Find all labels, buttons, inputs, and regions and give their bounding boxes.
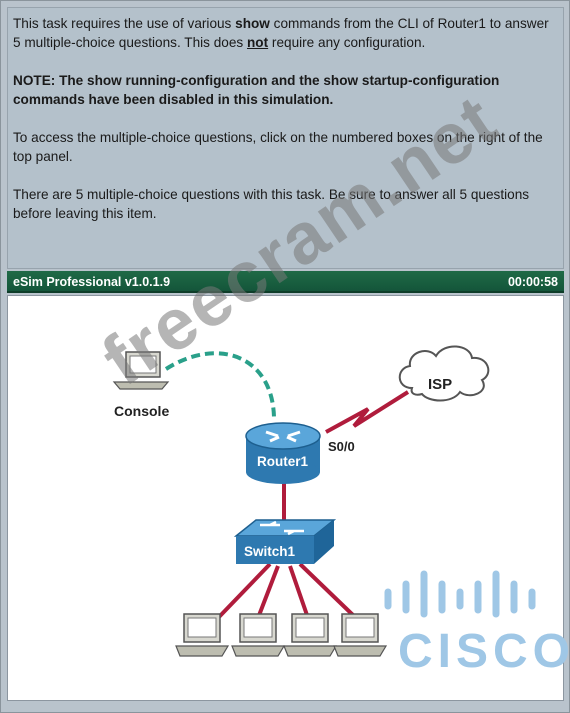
topology-canvas: Console ISP Router1 S0/0 Swit [7, 295, 564, 701]
pc-icon [283, 613, 338, 657]
console-pc-icon [112, 351, 170, 390]
topology-diagram: Console ISP Router1 S0/0 Swit [112, 345, 490, 657]
sim-title-bar: eSim Professional v1.0.1.9 00:00:58 [7, 271, 564, 293]
task-instructions-panel: This task requires the use of various sh… [7, 7, 564, 269]
console-link [164, 351, 276, 419]
app-name: eSim Professional v1.0.1.9 [13, 275, 171, 289]
switch-icon [233, 519, 337, 564]
task-paragraph-3: To access the multiple-choice questions,… [13, 130, 543, 164]
serial-link [325, 390, 410, 434]
task-paragraph-1: This task requires the use of various sh… [13, 14, 557, 52]
router-label: Router1 [257, 454, 308, 469]
switch-pc-link [256, 565, 280, 619]
text-run: require any configuration. [268, 35, 426, 50]
text-run: commands from the CLI of Router1 to answ… [13, 16, 549, 50]
text-run: This task requires the use of various [13, 16, 236, 31]
text-run-underlined: not [247, 35, 269, 50]
switch-label: Switch1 [244, 544, 296, 559]
timer: 00:00:58 [507, 275, 558, 289]
switch-pc-link [298, 562, 358, 620]
pc-icon [333, 613, 388, 657]
serial-interface-label: S0/0 [328, 439, 355, 454]
task-note: NOTE: The show running-configuration and… [13, 73, 500, 107]
router-icon [245, 422, 321, 484]
cisco-logo-bars-icon [384, 570, 536, 618]
console-label: Console [114, 403, 169, 419]
pc-icon [175, 613, 230, 657]
cisco-logo-wordmark: CISCO [398, 625, 570, 678]
isp-cloud-icon [398, 345, 490, 402]
task-paragraph-4: There are 5 multiple-choice questions wi… [13, 187, 530, 221]
isp-label: ISP [428, 376, 452, 393]
pc-icon [231, 613, 286, 657]
switch-pc-link [216, 562, 272, 620]
switch-pc-link [288, 565, 310, 619]
text-run-bold: show [235, 16, 270, 31]
